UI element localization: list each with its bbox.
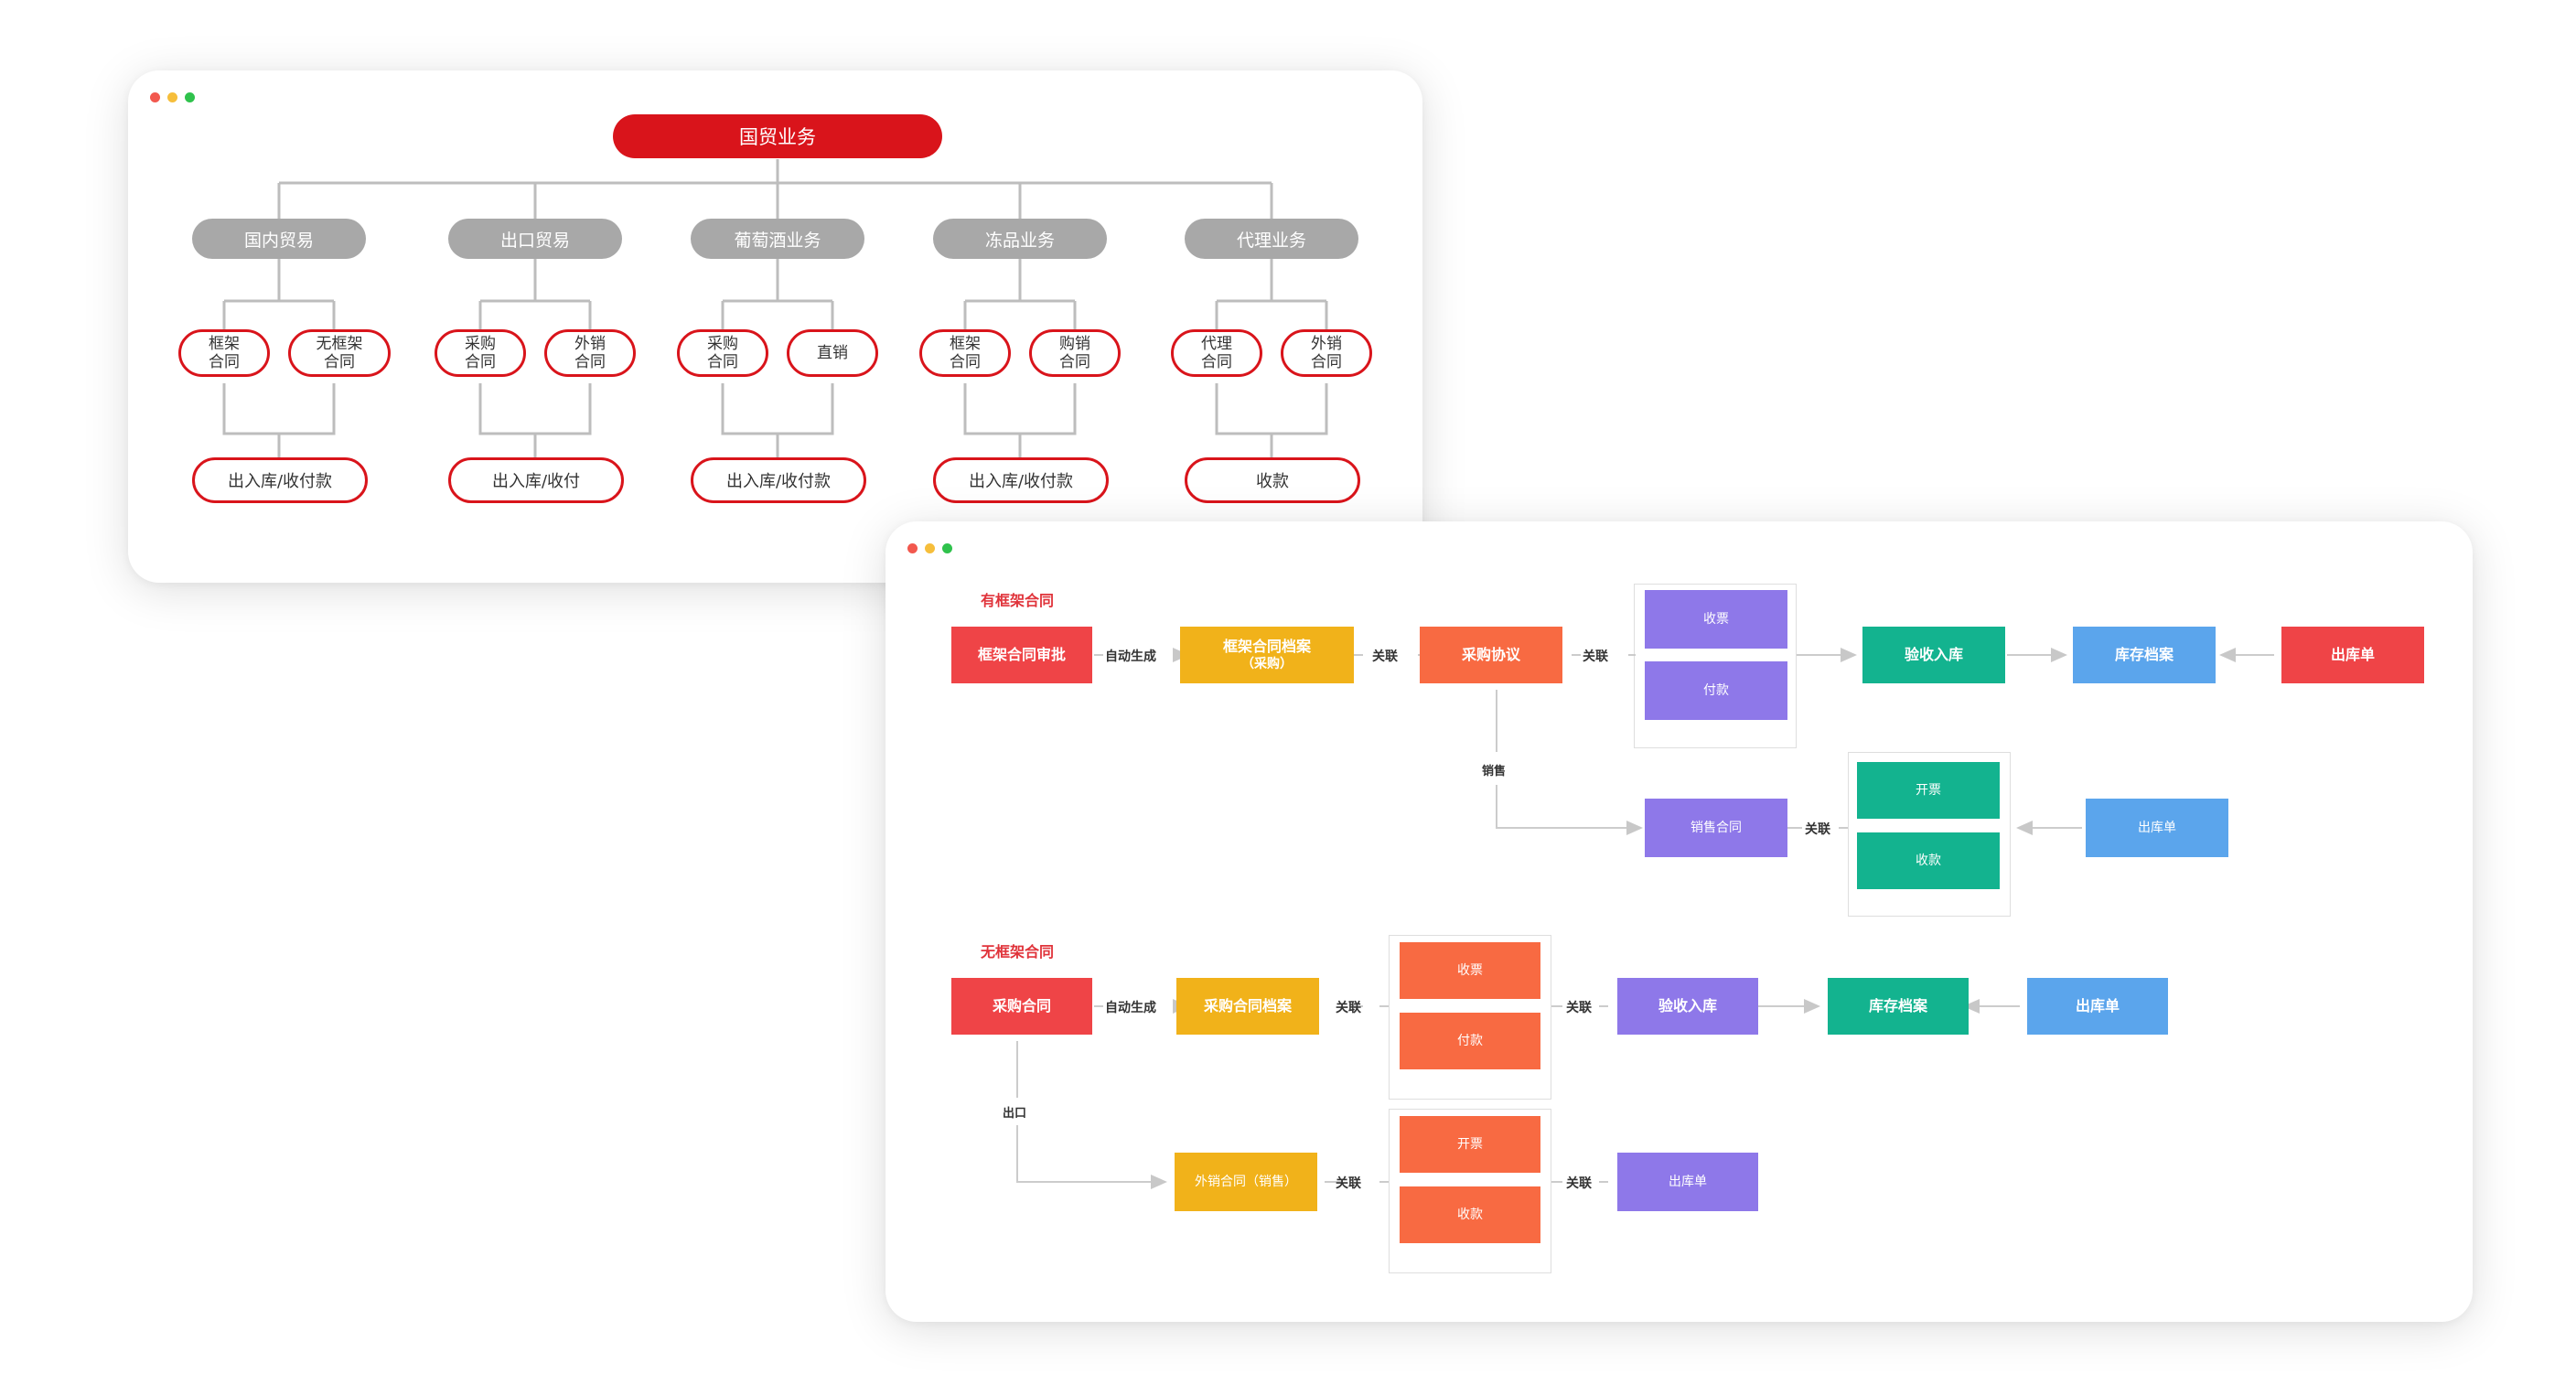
bottom-node-agency: 收款 xyxy=(1185,457,1360,503)
window-controls xyxy=(150,92,195,102)
sub-frozen-framework-contract: 框架合同 xyxy=(919,329,1011,377)
label-link: 关联 xyxy=(1336,1001,1361,1015)
node-inventory-archive-2: 库存档案 xyxy=(1828,978,1969,1035)
close-dot-icon[interactable] xyxy=(150,92,160,102)
bottom-node-domestic: 出入库/收付款 xyxy=(192,457,368,503)
bottom-node-export: 出入库/收付 xyxy=(448,457,624,503)
category-wine: 葡萄酒业务 xyxy=(691,219,864,259)
bottom-node-wine: 出入库/收付款 xyxy=(691,457,866,503)
sub-direct-sales: 直销 xyxy=(787,329,878,377)
node-purchase-agreement: 采购协议 xyxy=(1420,627,1562,683)
section-title-without-framework: 无框架合同 xyxy=(981,943,1055,961)
node-inspect-inbound: 验收入库 xyxy=(1862,627,2005,683)
node-payment: 付款 xyxy=(1645,661,1787,720)
sub-line: 合同 xyxy=(324,353,355,371)
sub-line: 购销 xyxy=(1059,335,1090,353)
node-outbound-order-3: 出库单 xyxy=(2027,978,2168,1035)
sub-framework-contract: 框架合同 xyxy=(178,329,270,377)
label-link: 关联 xyxy=(1372,649,1398,664)
node-outbound-order-4: 出库单 xyxy=(1617,1153,1758,1211)
sub-line: 合同 xyxy=(1311,353,1342,371)
node-outbound-order: 出库单 xyxy=(2281,627,2424,683)
sub-line: 框架 xyxy=(950,335,981,353)
minimize-dot-icon[interactable] xyxy=(925,543,935,553)
window-controls xyxy=(907,543,952,553)
flow-connectors xyxy=(1016,648,2274,1322)
node-export-sales-contract: 外销合同（销售） xyxy=(1175,1153,1317,1211)
sub-export-sales-contract: 外销合同 xyxy=(544,329,636,377)
node-receive-invoice-2: 收票 xyxy=(1400,942,1540,999)
category-domestic: 国内贸易 xyxy=(192,219,366,259)
sub-line: 代理 xyxy=(1201,335,1232,353)
node-purchase-contract-archive: 采购合同档案 xyxy=(1176,978,1319,1035)
label-auto-generate: 自动生成 xyxy=(1105,649,1156,664)
tree-connectors xyxy=(222,159,1328,457)
sub-line: 直销 xyxy=(817,344,848,362)
label-sales: 销售 xyxy=(1482,765,1507,778)
label-link: 关联 xyxy=(1583,649,1608,664)
node-sales-contract: 销售合同 xyxy=(1645,799,1787,857)
section-title-with-framework: 有框架合同 xyxy=(981,592,1055,609)
node-purchase-contract: 采购合同 xyxy=(951,978,1092,1035)
node-inventory-archive: 库存档案 xyxy=(2073,627,2216,683)
maximize-dot-icon[interactable] xyxy=(185,92,195,102)
sub-line: 合同 xyxy=(574,353,606,371)
label-link: 关联 xyxy=(1566,1001,1592,1015)
sub-line: 合同 xyxy=(1059,353,1090,371)
node-collection: 收款 xyxy=(1857,832,2000,889)
node-framework-approval: 框架合同审批 xyxy=(951,627,1092,683)
close-dot-icon[interactable] xyxy=(907,543,918,553)
node-inspect-inbound-2: 验收入库 xyxy=(1617,978,1758,1035)
sub-purchase-contract: 采购合同 xyxy=(435,329,526,377)
sub-line: 框架 xyxy=(209,335,240,353)
sub-line: 合同 xyxy=(209,353,240,371)
category-frozen: 冻品业务 xyxy=(933,219,1107,259)
sub-line: 采购 xyxy=(707,335,738,353)
sub-line: 合同 xyxy=(707,353,738,371)
label-link: 关联 xyxy=(1336,1176,1361,1191)
sub-purchase-sales-contract: 购销合同 xyxy=(1029,329,1121,377)
sub-line: 外销 xyxy=(1311,335,1342,353)
sub-line: 采购 xyxy=(465,335,496,353)
node-framework-archive: 框架合同档案（采购） xyxy=(1180,627,1354,683)
sub-line: 合同 xyxy=(1201,353,1232,371)
node-receive-invoice: 收票 xyxy=(1645,590,1787,649)
label-auto-generate: 自动生成 xyxy=(1105,1001,1156,1015)
label-link: 关联 xyxy=(1566,1176,1592,1191)
archive-line-1: 框架合同档案 xyxy=(1222,637,1311,655)
sub-line: 合同 xyxy=(950,353,981,371)
sub-line: 无框架 xyxy=(316,335,363,353)
root-node: 国贸业务 xyxy=(613,114,942,158)
minimize-dot-icon[interactable] xyxy=(167,92,177,102)
category-agency: 代理业务 xyxy=(1185,219,1358,259)
sub-wine-purchase-contract: 采购合同 xyxy=(677,329,768,377)
process-flow-window: 有框架合同 无框架合同 框架合同审批 自动生成 框架合同档案（采购） 关联 采购… xyxy=(886,521,2473,1322)
label-export: 出口 xyxy=(1003,1107,1027,1121)
node-issue-invoice-2: 开票 xyxy=(1400,1116,1540,1173)
category-export: 出口贸易 xyxy=(448,219,622,259)
node-issue-invoice: 开票 xyxy=(1857,762,2000,819)
node-payment-2: 付款 xyxy=(1400,1013,1540,1069)
sub-agency-export-contract: 外销合同 xyxy=(1281,329,1372,377)
sub-agency-contract: 代理合同 xyxy=(1171,329,1262,377)
sub-line: 外销 xyxy=(574,335,606,353)
maximize-dot-icon[interactable] xyxy=(942,543,952,553)
business-tree-window: 国贸业务 国内贸易 出口贸易 葡萄酒业务 冻品业务 代理业务 框架合同 无框架合… xyxy=(128,70,1422,583)
node-outbound-order-2: 出库单 xyxy=(2086,799,2228,857)
node-collection-2: 收款 xyxy=(1400,1186,1540,1243)
sub-line: 合同 xyxy=(465,353,496,371)
label-link: 关联 xyxy=(1805,822,1830,837)
archive-line-2: （采购） xyxy=(1240,656,1293,671)
sub-nonframework-contract: 无框架合同 xyxy=(288,329,391,377)
bottom-node-frozen: 出入库/收付款 xyxy=(933,457,1109,503)
